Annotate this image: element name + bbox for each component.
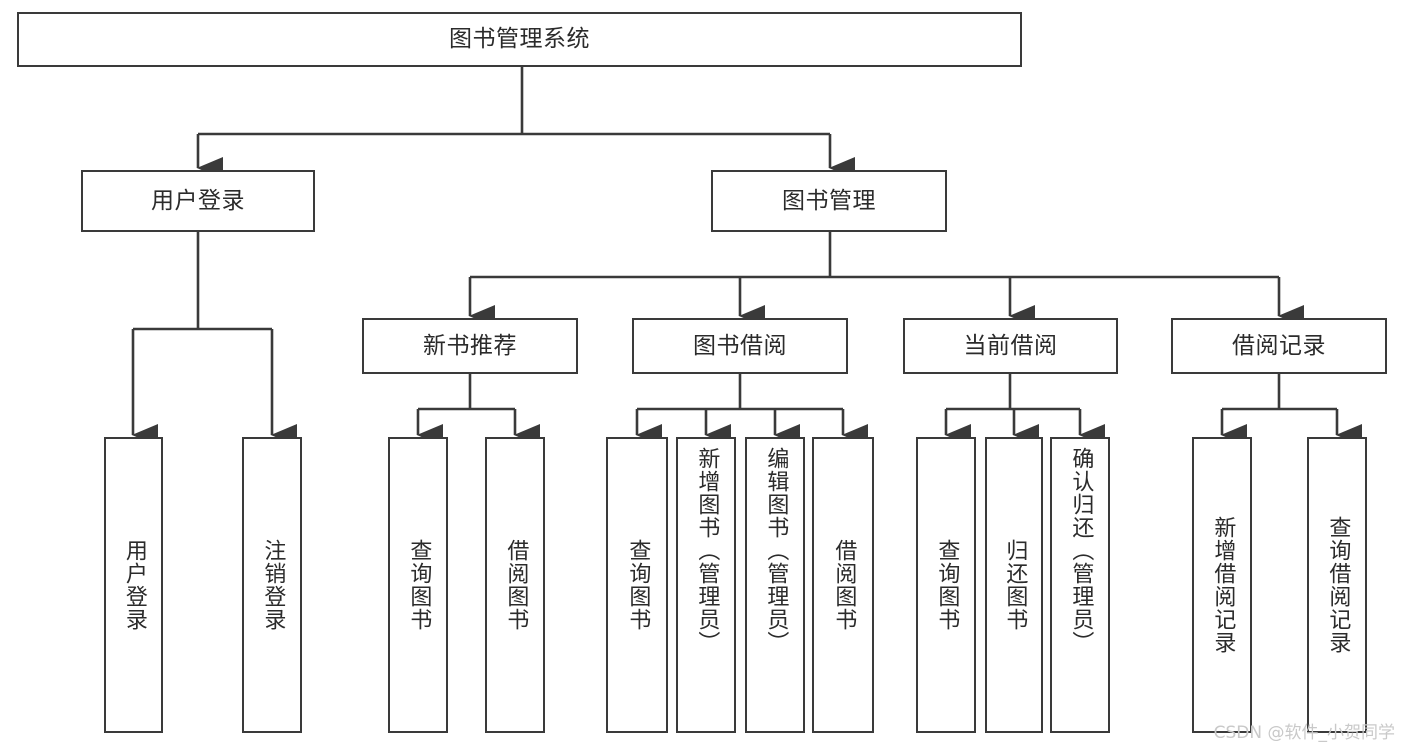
node-root-system[interactable]: 图书管理系统: [17, 12, 1022, 67]
node-label: 查询借阅记录: [1325, 516, 1351, 654]
node-label: 确认归还（管理员）: [1068, 447, 1094, 654]
node-label: 编辑图书（管理员）: [763, 447, 789, 654]
leaf-current-return-book[interactable]: 归还图书: [985, 437, 1043, 733]
leaf-recommend-query-book[interactable]: 查询图书: [388, 437, 448, 733]
leaf-current-confirm-return-admin[interactable]: 确认归还（管理员）: [1050, 437, 1110, 733]
node-label: 用户登录: [151, 187, 245, 214]
node-label: 当前借阅: [963, 332, 1058, 359]
leaf-borrow-borrow-book[interactable]: 借阅图书: [812, 437, 874, 733]
leaf-records-add-record[interactable]: 新增借阅记录: [1192, 437, 1252, 733]
node-label: 新增借阅记录: [1210, 516, 1236, 654]
node-label: 注销登录: [260, 539, 286, 631]
node-label: 借阅记录: [1232, 332, 1326, 359]
leaf-borrow-edit-book-admin[interactable]: 编辑图书（管理员）: [745, 437, 805, 733]
node-label: 查询图书: [406, 539, 432, 631]
node-label: 归还图书: [1002, 539, 1028, 631]
node-label: 图书管理: [782, 187, 876, 214]
csdn-watermark: CSDN @软件_小贺同学: [1213, 723, 1395, 743]
leaf-user-login-logout[interactable]: 注销登录: [242, 437, 302, 733]
node-label: 查询图书: [625, 539, 651, 631]
leaf-recommend-borrow-book[interactable]: 借阅图书: [485, 437, 545, 733]
node-label: 用户登录: [121, 539, 147, 631]
node-label: 借阅图书: [503, 539, 529, 631]
node-user-login[interactable]: 用户登录: [81, 170, 315, 232]
node-book-management[interactable]: 图书管理: [711, 170, 947, 232]
node-new-book-recommend[interactable]: 新书推荐: [362, 318, 578, 374]
node-borrow-records[interactable]: 借阅记录: [1171, 318, 1387, 374]
leaf-borrow-query-book[interactable]: 查询图书: [606, 437, 668, 733]
node-label: 借阅图书: [831, 539, 857, 631]
leaf-records-query-record[interactable]: 查询借阅记录: [1307, 437, 1367, 733]
node-label: 图书借阅: [693, 332, 787, 359]
node-label: 新增图书（管理员）: [694, 447, 720, 654]
leaf-current-query-book[interactable]: 查询图书: [916, 437, 976, 733]
node-book-borrow[interactable]: 图书借阅: [632, 318, 848, 374]
node-label: 图书管理系统: [449, 26, 590, 53]
leaf-user-login-login[interactable]: 用户登录: [104, 437, 163, 733]
node-label: 查询图书: [934, 539, 960, 631]
leaf-borrow-add-book-admin[interactable]: 新增图书（管理员）: [676, 437, 736, 733]
node-current-borrow[interactable]: 当前借阅: [903, 318, 1118, 374]
node-label: 新书推荐: [423, 332, 517, 359]
